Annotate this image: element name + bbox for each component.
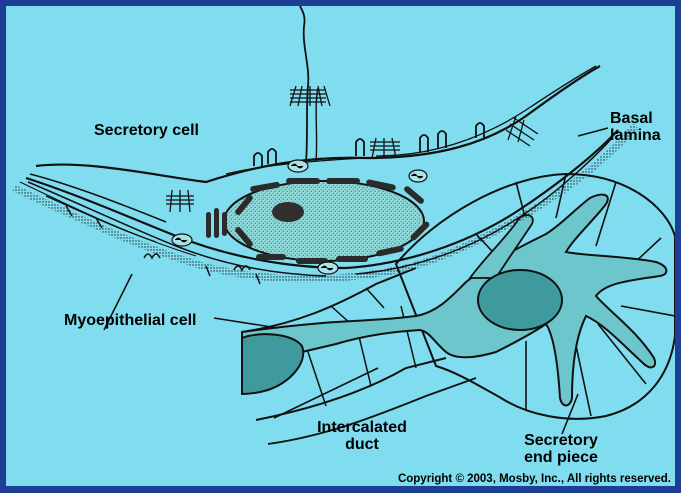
label-secretory-end-piece: Secretory end piece — [506, 432, 616, 466]
label-myoepithelial-cell: Myoepithelial cell — [64, 312, 196, 329]
myoepithelial-cell-diagram — [6, 6, 675, 486]
label-end-piece-line2: end piece — [506, 449, 616, 466]
label-secretory-cell: Secretory cell — [94, 122, 199, 139]
label-basal-line1: Basal — [610, 110, 661, 127]
label-end-piece-line1: Secretory — [506, 432, 616, 449]
label-intercalated-line2: duct — [302, 436, 422, 453]
label-basal-lamina: Basal lamina — [610, 110, 661, 144]
label-intercalated-duct: Intercalated duct — [302, 419, 422, 453]
diagram-frame: Secretory cell Basal lamina Myoepithelia… — [6, 6, 675, 486]
label-basal-line2: lamina — [610, 127, 661, 144]
copyright-notice: Copyright © 2003, Mosby, Inc., All right… — [398, 473, 671, 485]
label-intercalated-line1: Intercalated — [302, 419, 422, 436]
